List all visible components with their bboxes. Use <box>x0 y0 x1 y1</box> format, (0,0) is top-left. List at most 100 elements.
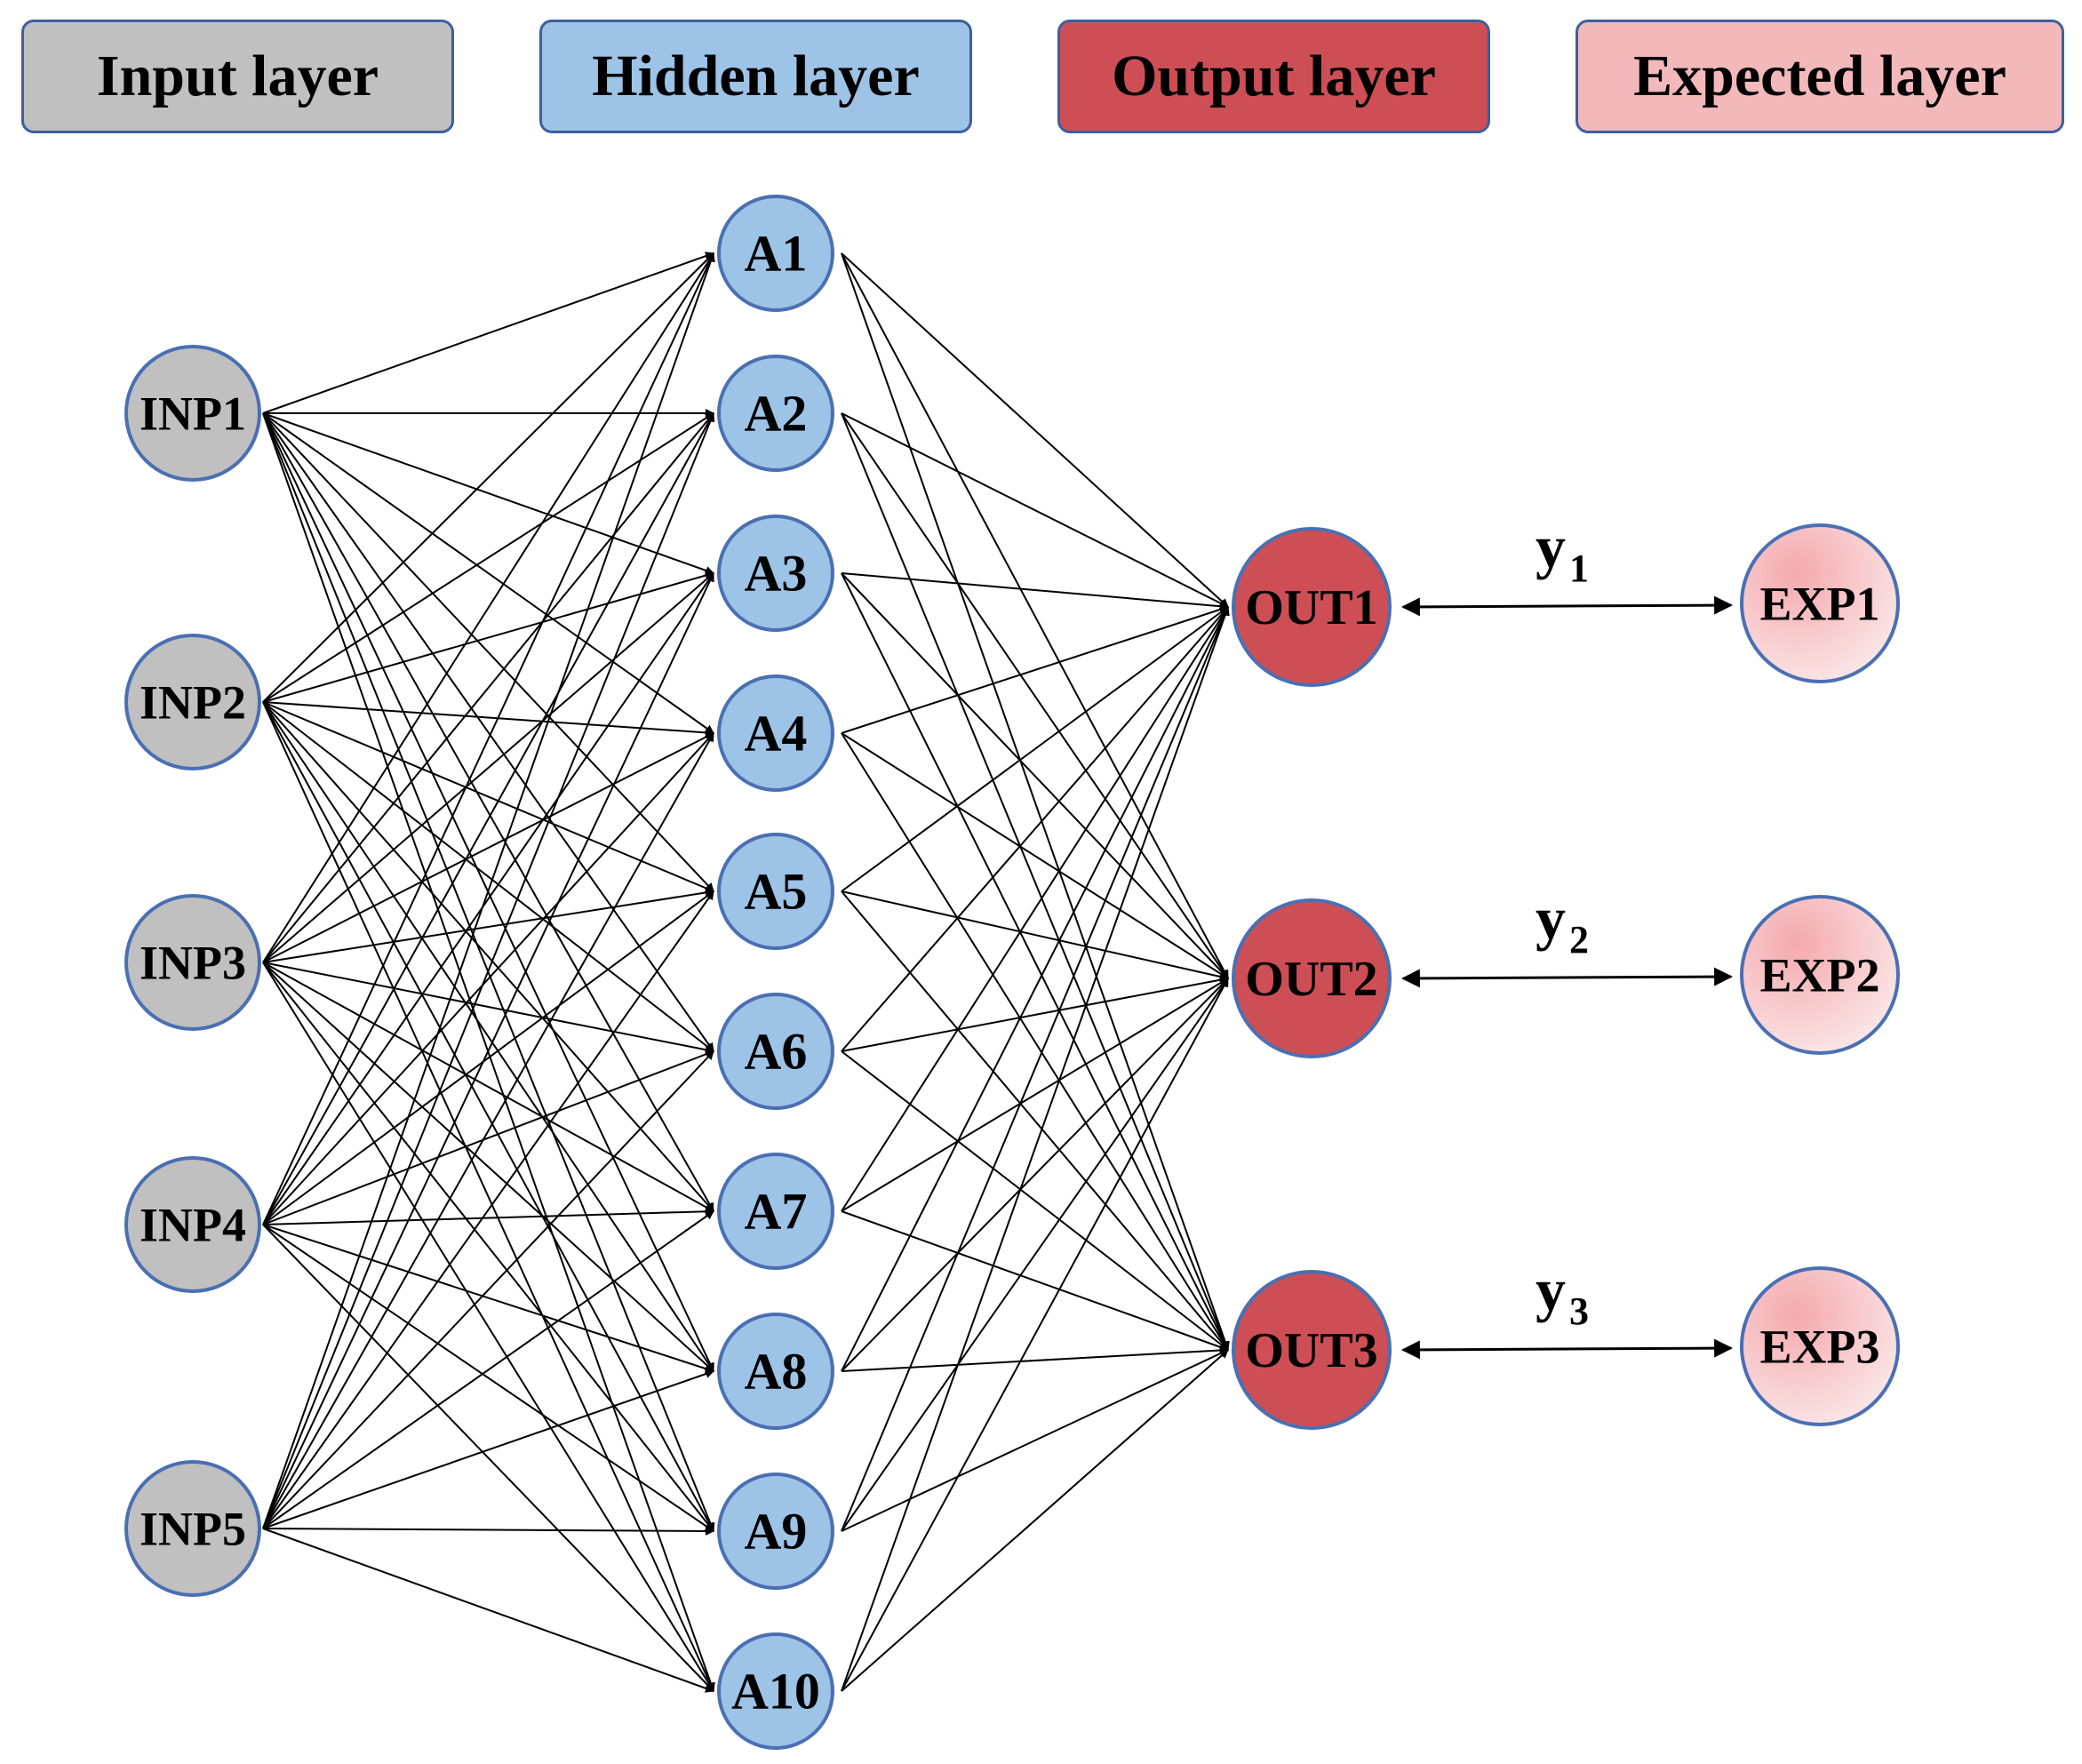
edge-inp3-a1 <box>262 252 714 963</box>
hidden-node-7-label: A7 <box>745 1183 808 1241</box>
expected-node-3: EXP3 <box>1740 1266 1900 1426</box>
legend-expected-layer: Expected layer <box>1575 20 2064 133</box>
hidden-node-6: A6 <box>717 993 834 1110</box>
edge-a5-out2 <box>841 890 1229 981</box>
error-label-1: y1 <box>1536 513 1589 590</box>
input-node-4-label: INP4 <box>140 1198 246 1251</box>
output-node-3-label: OUT3 <box>1245 1323 1377 1378</box>
edge-a1-out3 <box>841 252 1230 1351</box>
edge-inp3-a8 <box>262 962 714 1372</box>
hidden-node-3: A3 <box>717 515 834 632</box>
edge-inp4-a7 <box>262 1207 714 1225</box>
output-node-3-circle <box>1232 1270 1392 1430</box>
edge-a4-out3 <box>841 732 1229 1351</box>
hidden-node-10: A10 <box>717 1632 834 1750</box>
hidden-node-7: A7 <box>717 1153 834 1270</box>
edge-inp4-a6 <box>262 1050 714 1225</box>
edge-inp3-a2 <box>262 412 714 963</box>
hidden-node-2: A2 <box>717 355 834 472</box>
edge-inp2-a9 <box>262 701 714 1532</box>
hidden-node-9-label: A9 <box>745 1503 808 1560</box>
hidden-node-1-label: A1 <box>745 225 808 283</box>
expected-node-2-circle <box>1740 895 1900 1055</box>
edge-inp5-a6 <box>262 1050 714 1529</box>
edge-inp4-a9 <box>262 1224 714 1532</box>
input-node-3-circle <box>124 894 261 1031</box>
edge-inp2-a2 <box>262 412 714 703</box>
hidden-node-7-circle <box>717 1153 834 1270</box>
output-node-2: OUT2 <box>1232 898 1392 1058</box>
edge-inp3-a5 <box>262 888 714 963</box>
output-node-3: OUT3 <box>1232 1270 1392 1430</box>
edge-a3-out2 <box>841 572 1229 979</box>
expected-node-2: EXP2 <box>1740 895 1900 1055</box>
edge-a7-out3 <box>841 1210 1229 1352</box>
error-label-subscript: 3 <box>1569 1289 1589 1333</box>
output-node-1-label: OUT1 <box>1245 580 1377 635</box>
edge-inp2-a7 <box>262 701 714 1212</box>
edge-a10-out2 <box>841 978 1229 1692</box>
edge-a5-out1 <box>841 606 1229 892</box>
hidden-node-5: A5 <box>717 833 834 950</box>
edge-inp1-a3 <box>262 412 714 575</box>
edge-inp4-a5 <box>262 890 714 1225</box>
input-node-5-label: INP5 <box>140 1502 246 1555</box>
error-link-2 <box>1400 967 1734 988</box>
input-node-2-circle <box>124 634 261 770</box>
expected-node-1-circle <box>1740 523 1900 683</box>
edge-inp2-a10 <box>262 701 714 1692</box>
output-node-2-circle <box>1232 898 1392 1058</box>
error-label-subscript: 1 <box>1569 547 1589 590</box>
hidden-node-8-circle <box>717 1313 834 1430</box>
error-link-3 <box>1400 1338 1734 1360</box>
hidden-node-6-label: A6 <box>745 1023 808 1081</box>
edge-inp4-a10 <box>262 1224 714 1692</box>
hidden-node-2-circle <box>717 355 834 472</box>
edge-inp2-a6 <box>262 701 714 1052</box>
edge-inp2-a4 <box>262 701 714 738</box>
hidden-node-1-circle <box>717 195 834 312</box>
error-link-1 <box>1400 595 1734 617</box>
edge-inp5-a3 <box>262 572 714 1529</box>
edge-a7-out2 <box>841 978 1229 1212</box>
edge-a8-out2 <box>841 978 1229 1372</box>
hidden-node-5-circle <box>717 833 834 950</box>
expected-node-1-label: EXP1 <box>1760 577 1880 630</box>
hidden-node-1: A1 <box>717 195 834 312</box>
legend-hidden-layer: Hidden layer <box>539 20 972 133</box>
edge-a8-out3 <box>841 1345 1229 1372</box>
edge-inp1-a6 <box>262 412 714 1052</box>
input-node-3-label: INP3 <box>140 936 246 989</box>
edge-inp5-a5 <box>262 890 714 1529</box>
output-node-1: OUT1 <box>1232 527 1392 687</box>
hidden-node-4: A4 <box>717 674 834 792</box>
edge-inp4-a8 <box>262 1224 714 1373</box>
edge-inp4-a1 <box>262 252 714 1225</box>
edge-inp5-a8 <box>262 1369 714 1529</box>
input-node-1-circle <box>124 345 261 482</box>
input-node-5: INP5 <box>124 1460 261 1597</box>
edge-inp1-a7 <box>262 412 714 1212</box>
edge-inp5-a7 <box>262 1210 714 1529</box>
expected-node-2-label: EXP2 <box>1760 948 1880 1002</box>
hidden-node-5-label: A5 <box>745 863 808 921</box>
edge-a10-out1 <box>841 606 1230 1692</box>
hidden-node-9-circle <box>717 1473 834 1590</box>
edge-a4-out1 <box>841 605 1229 734</box>
edge-inp1-a4 <box>262 412 714 734</box>
edge-a9-out1 <box>841 606 1230 1532</box>
error-label-3: y3 <box>1536 1256 1589 1333</box>
edge-inp5-a2 <box>262 412 715 1529</box>
output-node-2-label: OUT2 <box>1245 952 1377 1007</box>
edge-inp5-a1 <box>262 252 715 1529</box>
error-label-2: y2 <box>1536 884 1589 962</box>
hidden-node-8: A8 <box>717 1313 834 1430</box>
legend-output-layer: Output layer <box>1057 20 1490 133</box>
edge-a5-out3 <box>841 890 1229 1351</box>
input-node-2: INP2 <box>124 634 261 770</box>
edge-inp1-a5 <box>262 412 714 892</box>
edge-inp2-a5 <box>262 701 714 893</box>
error-label-base: y <box>1536 513 1566 580</box>
edge-a9-out2 <box>841 978 1229 1532</box>
edge-inp5-a4 <box>262 732 714 1529</box>
